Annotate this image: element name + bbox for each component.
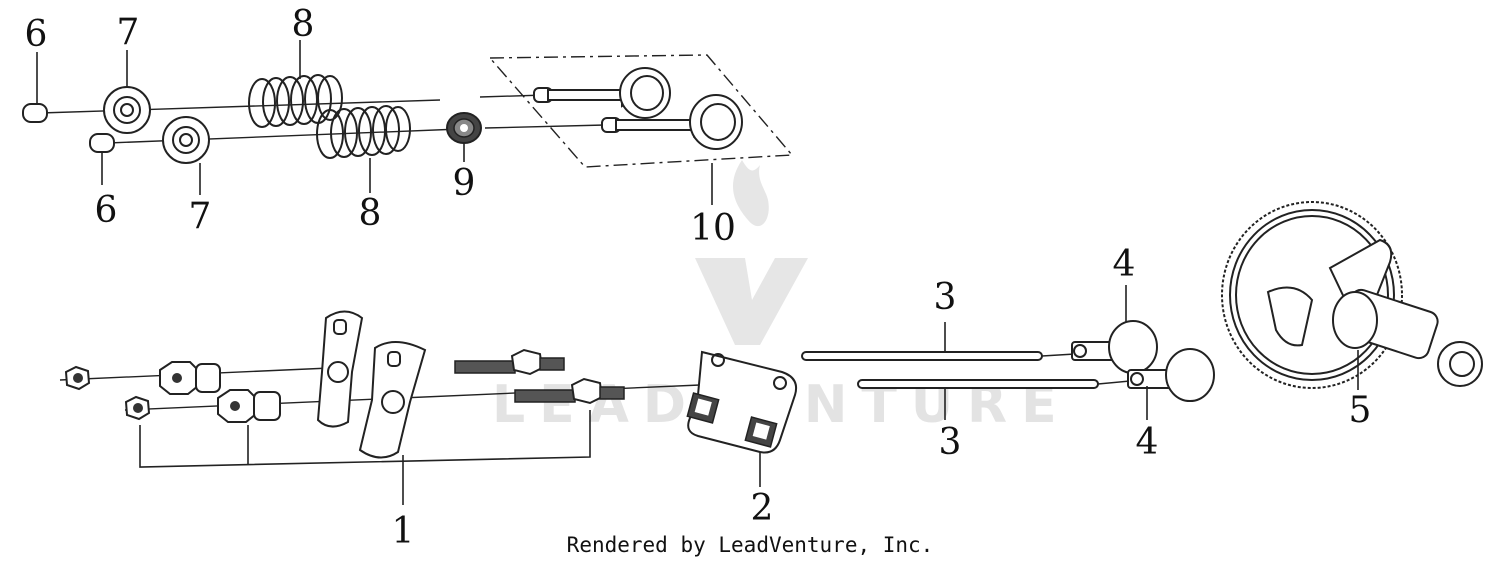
exhaust-valve <box>601 94 743 150</box>
callout-4-upper: 4 <box>1113 244 1136 285</box>
valve-group <box>22 54 794 168</box>
rocker-arm-upper <box>316 310 364 428</box>
leader-lines <box>36 40 1359 505</box>
valve-set-outline <box>488 54 794 168</box>
push-rod-guide-plate <box>686 350 798 454</box>
rocker-stud-lower <box>514 377 625 405</box>
callout-2: 2 <box>751 488 774 529</box>
callout-6-lower: 6 <box>95 190 118 231</box>
valve-keeper-upper <box>22 103 48 123</box>
rocker-arm-lower <box>358 341 427 459</box>
valve-stem-seal <box>446 112 482 144</box>
callout-7-lower: 7 <box>189 196 212 237</box>
watermark-logo-icon <box>695 160 808 345</box>
spring-retainer-upper <box>103 86 151 134</box>
rocker-nut-upper <box>64 365 91 391</box>
callout-8-lower: 8 <box>359 193 382 234</box>
camshaft <box>1221 201 1483 389</box>
render-credit: Rendered by LeadVenture, Inc. <box>566 533 934 557</box>
callout-10: 10 <box>690 208 736 249</box>
callout-6-upper: 6 <box>25 14 48 55</box>
valve-spring-upper <box>248 74 343 128</box>
valve-keeper-lower <box>89 133 115 153</box>
callout-1: 1 <box>392 511 415 552</box>
rocker-pivot-lower <box>217 389 281 423</box>
intake-valve <box>533 67 671 119</box>
tappet-upper <box>1071 320 1158 374</box>
push-rod-group <box>801 351 1131 389</box>
push-rod-upper <box>801 351 1043 361</box>
callout-3-upper: 3 <box>934 277 957 318</box>
rocker-nut-lower <box>124 395 151 421</box>
callout-9: 9 <box>453 163 476 204</box>
callout-7-upper: 7 <box>117 12 140 53</box>
rocker-pivot-upper <box>159 361 221 395</box>
callout-8-upper: 8 <box>292 4 315 45</box>
callout-4-lower: 4 <box>1136 422 1159 463</box>
rocker-arm-group <box>59 310 791 468</box>
callout-3-lower: 3 <box>939 422 962 463</box>
callout-5: 5 <box>1349 390 1372 431</box>
tappet-lower <box>1127 348 1215 402</box>
valve-spring-lower <box>316 105 411 159</box>
rocker-stud-upper <box>454 348 565 376</box>
spring-retainer-lower <box>162 116 210 164</box>
push-rod-lower <box>857 379 1099 389</box>
